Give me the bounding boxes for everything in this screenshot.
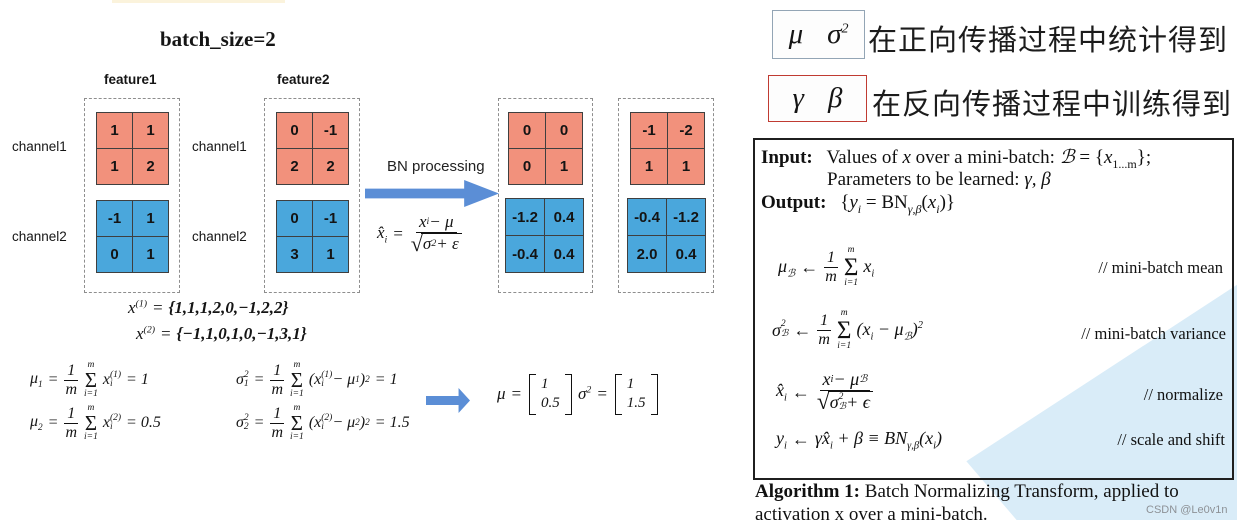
algorithm-caption-line1: Algorithm 1: Batch Normalizing Transform… — [755, 481, 1179, 502]
matrix-cell: 2 — [313, 149, 348, 184]
matrix-cell: 0.4 — [667, 236, 705, 272]
comment-normalize: // normalize — [1143, 385, 1223, 404]
sigma2-symbol: σ2 — [827, 18, 849, 50]
matrix-output1-channel2: -1.2 0.4 -0.4 0.4 — [505, 198, 584, 273]
mu-sigma-legend-box: μ σ2 — [772, 10, 865, 59]
matrix-cell: 1 — [313, 237, 348, 272]
feature1-group-box — [84, 98, 180, 293]
mu-symbol: μ — [788, 18, 804, 50]
matrix-cell: 1 — [631, 149, 667, 184]
feature1-label: feature1 — [104, 72, 157, 87]
watermark: CSDN @Le0v1n — [1146, 504, 1228, 516]
beta-symbol: β — [827, 82, 843, 114]
comment-scale-and-shift: // scale and shift — [1117, 430, 1225, 449]
algorithm-input-line: Input: Values of x over a mini-batch: ℬ … — [761, 147, 1152, 171]
matrix-cell: 2.0 — [628, 236, 666, 272]
backward-prop-text: 在反向传播过程中训练得到 — [872, 89, 1233, 121]
matrix-cell: 0.4 — [545, 199, 583, 235]
algorithm-output-line: Output: {yi = BNγ,β(xi)} — [761, 192, 956, 216]
matrix-cell: 0 — [277, 201, 312, 236]
matrix-cell: -1 — [631, 113, 667, 148]
result-arrow-icon — [426, 388, 470, 413]
matrix-cell: 0 — [509, 149, 545, 184]
matrix-cell: 1 — [133, 201, 168, 236]
channel2-label: channel2 — [12, 229, 67, 244]
x2-values: x(2) = {−1,1,0,1,0,−1,3,1} — [136, 324, 307, 343]
output2-group-box — [618, 98, 714, 293]
feature2-group-box — [264, 98, 360, 293]
output1-group-box — [498, 98, 593, 293]
matrix-cell: -1 — [97, 201, 132, 236]
matrix-cell: 1 — [133, 113, 168, 148]
channel1-label: channel1 — [12, 139, 67, 154]
comment-mini-batch-mean: // mini-batch mean — [1098, 258, 1223, 277]
algorithm-input-line2: Parameters to be learned: γ, β — [827, 169, 1051, 190]
matrix-output2-channel2: -0.4 -1.2 2.0 0.4 — [627, 198, 706, 273]
matrix-cell: -1 — [313, 113, 348, 148]
matrix-cell: -0.4 — [628, 199, 666, 235]
matrix-feature2-channel1: 0 -1 2 2 — [276, 112, 349, 185]
channel2-label: channel2 — [192, 229, 247, 244]
matrix-feature1-channel1: 1 1 1 2 — [96, 112, 169, 185]
matrix-cell: 2 — [277, 149, 312, 184]
matrix-cell: 0.4 — [545, 236, 583, 272]
algorithm-box — [753, 138, 1234, 480]
matrix-cell: 1 — [97, 149, 132, 184]
matrix-cell: 1 — [668, 149, 704, 184]
algorithm-eq-scale-shift: yi ← γx̂i + β ≡ BNγ,β(xi) — [776, 428, 942, 452]
matrix-feature1-channel2: -1 1 0 1 — [96, 200, 169, 273]
matrix-cell: -0.4 — [506, 236, 544, 272]
matrix-cell: 1 — [546, 149, 582, 184]
channel1-label: channel1 — [192, 139, 247, 154]
matrix-cell: -1 — [313, 201, 348, 236]
matrix-cell: -2 — [668, 113, 704, 148]
matrix-cell: 1 — [97, 113, 132, 148]
matrix-output1-channel1: 0 0 0 1 — [508, 112, 583, 185]
feature2-label: feature2 — [277, 72, 330, 87]
matrix-cell: 0 — [277, 113, 312, 148]
matrix-cell: -1.2 — [506, 199, 544, 235]
matrix-cell: 3 — [277, 237, 312, 272]
matrix-cell: 1 — [133, 237, 168, 272]
top-artifact-bar — [112, 0, 285, 3]
page-title: batch_size=2 — [160, 27, 276, 51]
x1-values: x(1) = {1,1,1,2,0,−1,2,2} — [128, 298, 289, 317]
bn-processing-label: BN processing — [387, 158, 485, 175]
forward-prop-text: 在正向传播过程中统计得到 — [868, 25, 1229, 57]
matrix-cell: -1.2 — [667, 199, 705, 235]
matrix-cell: 0 — [546, 113, 582, 148]
gamma-symbol: γ — [792, 82, 804, 114]
matrix-cell: 2 — [133, 149, 168, 184]
matrix-cell: 0 — [509, 113, 545, 148]
matrix-feature2-channel2: 0 -1 3 1 — [276, 200, 349, 273]
algorithm-caption-line2: activation x over a mini-batch. — [755, 504, 988, 525]
matrix-output2-channel1: -1 -2 1 1 — [630, 112, 705, 185]
comment-mini-batch-variance: // mini-batch variance — [1081, 324, 1226, 343]
matrix-cell: 0 — [97, 237, 132, 272]
gamma-beta-legend-box: γ β — [768, 75, 867, 122]
bn-arrow-icon — [365, 180, 499, 207]
